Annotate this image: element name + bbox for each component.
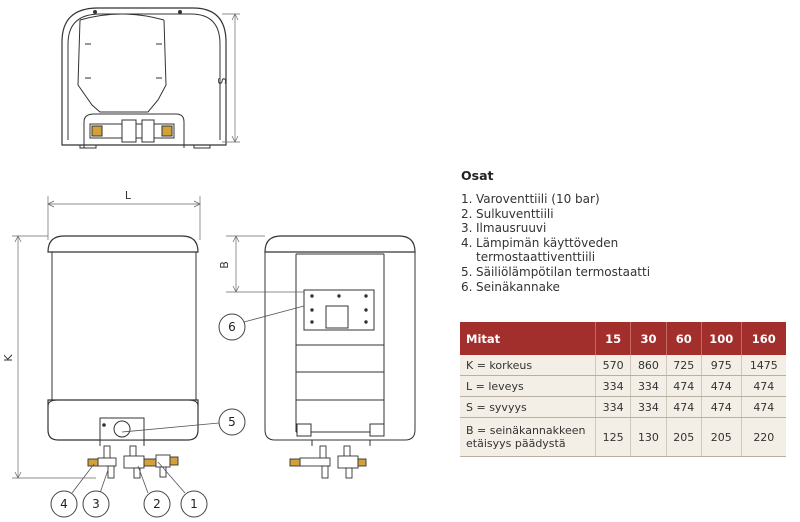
dimension-k <box>12 235 96 479</box>
dimension-l <box>47 196 201 240</box>
parts-item-text: Varoventtiili (10 bar) <box>476 192 600 206</box>
parts-item-text: Seinäkannake <box>476 279 560 294</box>
table-cell: 334 <box>594 396 631 418</box>
table-cell: 220 <box>740 417 786 457</box>
parts-item-number: 1. <box>461 192 473 206</box>
parts-item: 1.Varoventtiili (10 bar) <box>461 192 791 207</box>
parts-item: 3.Ilmausruuvi <box>461 221 791 236</box>
leader-lines <box>71 305 305 494</box>
table-row: S = syvyys 334 334 474 474 474 <box>460 396 786 418</box>
dimension-b <box>226 235 304 293</box>
parts-item-text: Ilmausruuvi <box>476 221 547 236</box>
table-header-row: Mitat 15 30 60 100 160 <box>460 322 786 355</box>
parts-item-number: 2. <box>461 206 473 221</box>
column-header: Mitat <box>460 322 596 355</box>
column-header: 15 <box>594 322 631 355</box>
table-cell: 570 <box>594 355 631 376</box>
parts-item-number: 5. <box>461 264 473 279</box>
dim-label-s: S <box>215 78 228 85</box>
back-view <box>264 235 416 479</box>
dimension-s <box>222 13 240 143</box>
table-cell: 474 <box>700 396 742 418</box>
table-cell: 474 <box>740 396 786 418</box>
table-cell: 474 <box>740 375 786 397</box>
table-row: B = seinäkannakkeen etäisyys päädystä 12… <box>460 417 786 457</box>
table-cell: 334 <box>630 396 667 418</box>
parts-item-text: Säiliölämpötilan termostaatti <box>476 264 651 279</box>
column-header: 60 <box>665 322 702 355</box>
table-cell: 130 <box>630 417 667 457</box>
parts-list: Osat 1.Varoventtiili (10 bar) 2.Sulkuven… <box>461 168 791 294</box>
parts-item-text: Sulkuventtiili <box>476 206 554 221</box>
table-cell: S = syvyys <box>460 396 596 418</box>
table-row: K = korkeus 570 860 725 975 1475 <box>460 355 786 376</box>
table-cell: K = korkeus <box>460 355 596 376</box>
table-cell: L = leveys <box>460 375 596 397</box>
table-cell: 205 <box>665 417 702 457</box>
table-cell: B = seinäkannakkeen etäisyys päädystä <box>460 417 596 457</box>
callout-6: 6 <box>228 320 236 334</box>
parts-item: 4.Lämpimän käyttöveden termostaattiventt… <box>461 236 791 265</box>
column-header: 160 <box>740 322 786 355</box>
callout-4: 4 <box>60 497 68 511</box>
parts-item: 5.Säiliölämpötilan termostaatti <box>461 265 791 280</box>
dim-label-l: L <box>125 189 132 202</box>
table-cell: 975 <box>700 355 742 376</box>
table-cell: 860 <box>630 355 667 376</box>
column-header: 30 <box>630 322 667 355</box>
callout-circles <box>50 313 246 518</box>
table-cell: 334 <box>630 375 667 397</box>
callout-3: 3 <box>92 497 100 511</box>
callout-5: 5 <box>228 415 236 429</box>
front-view <box>47 235 199 479</box>
parts-item-number: 6. <box>461 279 473 294</box>
top-view <box>61 7 227 149</box>
parts-item: 6.Seinäkannake <box>461 280 791 295</box>
callout-1: 1 <box>190 497 198 511</box>
table-row: L = leveys 334 334 474 474 474 <box>460 375 786 397</box>
parts-title: Osat <box>461 168 494 183</box>
parts-item-text: Lämpimän käyttöveden termostaattiventtii… <box>476 235 619 265</box>
table-cell: 725 <box>665 355 702 376</box>
dim-label-b: B <box>218 261 231 269</box>
callout-2: 2 <box>153 497 161 511</box>
table-cell: 125 <box>594 417 631 457</box>
parts-item-number: 4. <box>461 235 473 250</box>
dimensions-table: Mitat 15 30 60 100 160 K = korkeus 570 8… <box>460 322 786 457</box>
table-cell: 205 <box>700 417 742 457</box>
dim-label-k: K <box>2 354 15 362</box>
table-cell: 474 <box>665 375 702 397</box>
parts-item-number: 3. <box>461 221 473 236</box>
parts-item: 2.Sulkuventtiili <box>461 207 791 222</box>
table-cell: 1475 <box>740 355 786 376</box>
table-cell: 474 <box>665 396 702 418</box>
table-cell: 474 <box>700 375 742 397</box>
column-header: 100 <box>700 322 742 355</box>
table-cell: 334 <box>594 375 631 397</box>
